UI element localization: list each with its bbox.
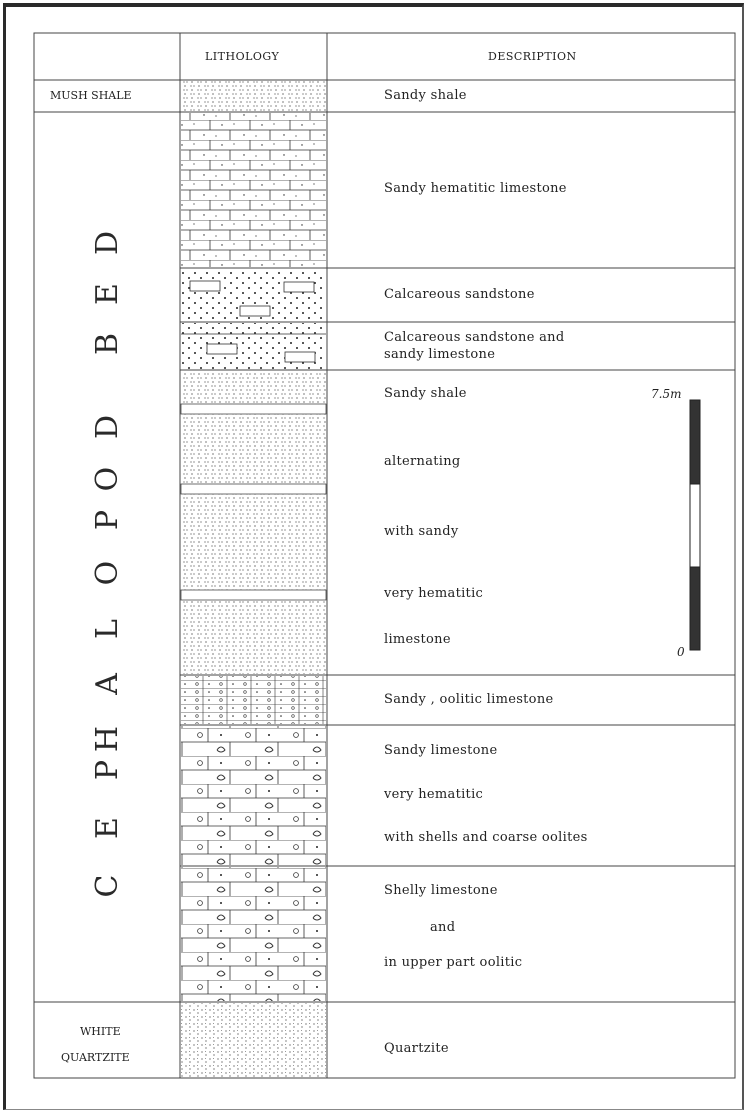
cephalopod-letter: D bbox=[93, 223, 123, 263]
cephalopod-letter: D bbox=[93, 407, 123, 447]
cephalopod-letter: O bbox=[93, 459, 123, 499]
litho-quartzite bbox=[181, 1003, 326, 1077]
desc-quartzite: Quartzite bbox=[384, 1041, 449, 1058]
cephalopod-letter: P bbox=[93, 500, 123, 540]
cephalopod-letter: L bbox=[93, 609, 123, 649]
desc-calc-sand-2: sandy limestone bbox=[384, 347, 495, 364]
desc-sandy-limestone-1: Sandy limestone bbox=[384, 743, 497, 760]
desc-calc-sand-1: Calcareous sandstone and bbox=[384, 330, 564, 347]
cephalopod-letter: A bbox=[93, 664, 123, 704]
litho-shelly-limestone bbox=[181, 867, 326, 1001]
desc-sandy-hematitic-limestone: Sandy hematitic limestone bbox=[384, 181, 567, 198]
desc-sandy-limestone-3: with shells and coarse oolites bbox=[384, 830, 588, 847]
desc-alt-5: limestone bbox=[384, 632, 451, 649]
litho-sandy-hematitic-limestone bbox=[181, 113, 326, 267]
cephalopod-letter: E bbox=[93, 274, 123, 314]
header-description: DESCRIPTION bbox=[488, 50, 577, 64]
formation-quartzite: QUARTZITE bbox=[61, 1051, 130, 1065]
formation-mush-shale: MUSH SHALE bbox=[50, 89, 132, 103]
desc-alt-3: with sandy bbox=[384, 524, 458, 541]
litho-oolitic-limestone bbox=[181, 676, 326, 724]
desc-shelly-2: and bbox=[430, 920, 455, 937]
desc-shelly-1: Shelly limestone bbox=[384, 883, 498, 900]
desc-sandy-limestone-2: very hematitic bbox=[384, 787, 483, 804]
formation-white: WHITE bbox=[80, 1025, 121, 1039]
desc-oolitic: Sandy , oolitic limestone bbox=[384, 692, 553, 709]
cephalopod-letter: B bbox=[93, 324, 123, 364]
desc-shelly-3: in upper part oolitic bbox=[384, 955, 522, 972]
litho-sandy-limestone bbox=[181, 726, 326, 865]
litho-calcareous-sandstone bbox=[181, 269, 326, 321]
litho-shale-alternating bbox=[181, 371, 326, 674]
litho-mush-shale bbox=[181, 81, 326, 111]
cephalopod-letter: E bbox=[93, 808, 123, 848]
scale-bar bbox=[690, 400, 700, 650]
cephalopod-letter: O bbox=[93, 553, 123, 593]
cephalopod-letter: H bbox=[93, 719, 123, 759]
header-lithology: LITHOLOGY bbox=[205, 50, 279, 64]
scale-bottom-label: 0 bbox=[677, 645, 685, 659]
desc-alt-4: very hematitic bbox=[384, 586, 483, 603]
desc-alt-1: Sandy shale bbox=[384, 386, 467, 403]
desc-alt-2: alternating bbox=[384, 454, 461, 471]
desc-calcareous-sandstone: Calcareous sandstone bbox=[384, 287, 535, 304]
litho-calc-sandstone-limestone bbox=[181, 323, 326, 369]
scale-top-label: 7.5m bbox=[651, 387, 681, 401]
cephalopod-letter: C bbox=[93, 866, 123, 906]
desc-sandy-shale-top: Sandy shale bbox=[384, 88, 467, 105]
